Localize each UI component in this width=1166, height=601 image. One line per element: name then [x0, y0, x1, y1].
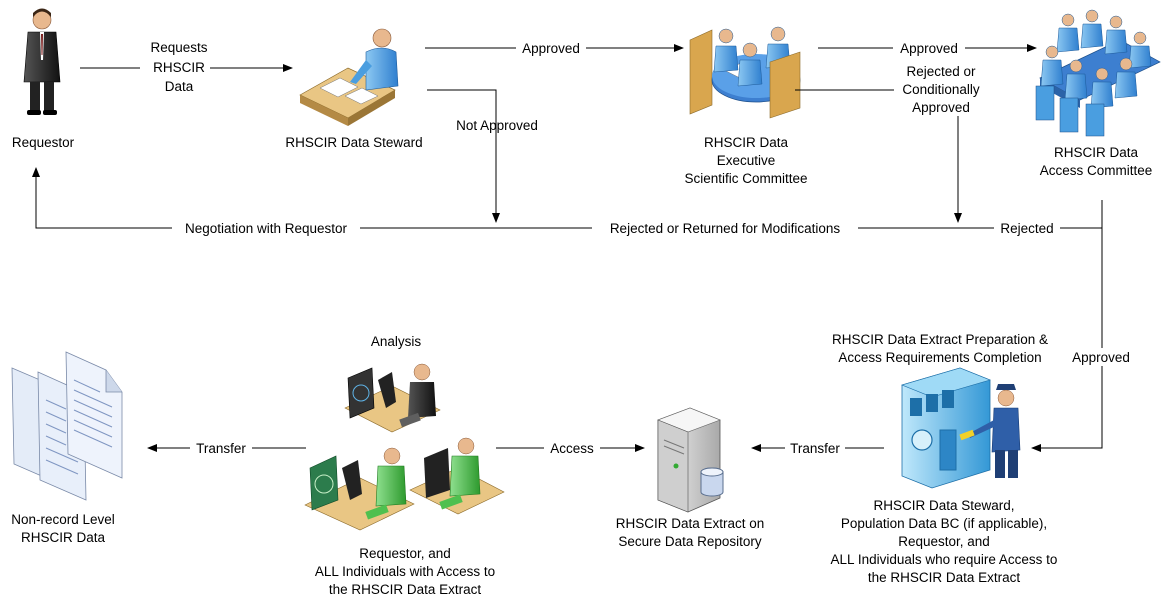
edge-label-negotiation: Negotiation with Requestor — [172, 220, 360, 236]
edge-label-transfer-output-text: Transfer — [196, 441, 246, 456]
edge-label-approved-access: Approved — [893, 40, 965, 56]
edge-label-conditional-line2: Conditionally — [902, 82, 980, 97]
node-label-participants-line1: RHSCIR Data Steward, — [873, 498, 1014, 513]
server-icon — [657, 407, 724, 513]
executive-committee-icon — [689, 26, 801, 119]
node-label-output-line2: RHSCIR Data — [21, 530, 106, 545]
edge-label-transfer-output: Transfer — [190, 440, 252, 456]
node-label-exec-line3: Scientific Committee — [684, 171, 807, 186]
node-label-access-line1: RHSCIR Data — [1054, 145, 1139, 160]
node-label-extract-preparation: RHSCIR Data Extract Preparation & Access… — [832, 332, 1048, 365]
edge-return-line — [32, 167, 1103, 229]
node-label-data-steward-text: RHSCIR Data Steward — [285, 135, 422, 150]
edge-label-requests: Requests RHSCIR Data — [140, 40, 210, 94]
edge-label-approved-prep-text: Approved — [1072, 350, 1130, 365]
node-label-access-committee: RHSCIR Data Access Committee — [1040, 145, 1153, 178]
node-label-data-steward: RHSCIR Data Steward — [285, 135, 422, 150]
node-label-analysis-participants-line2: ALL Individuals with Access to — [315, 564, 495, 579]
node-label-prep-line1: RHSCIR Data Extract Preparation & — [832, 332, 1048, 347]
edge-label-transfer-repo-text: Transfer — [790, 441, 840, 456]
node-label-participants-line3: Requestor, and — [898, 534, 990, 549]
edge-label-requests-line1: Requests — [150, 40, 207, 55]
edge-label-access-text: Access — [550, 441, 594, 456]
edge-label-rejected-returned-text: Rejected or Returned for Modifications — [610, 221, 841, 236]
node-label-secure-repository: RHSCIR Data Extract on Secure Data Repos… — [616, 516, 765, 549]
node-label-analysis-participants-line3: the RHSCIR Data Extract — [329, 582, 482, 597]
edge-label-approved-exec-text: Approved — [522, 41, 580, 56]
documents-icon — [11, 351, 123, 501]
node-label-access-line2: Access Committee — [1040, 163, 1153, 178]
edge-not-approved-line — [427, 89, 500, 223]
analysis-icon — [304, 363, 505, 531]
edge-label-rejected-conditional: Rejected or Conditionally Approved — [894, 62, 988, 116]
edge-label-approved-access-text: Approved — [900, 41, 958, 56]
node-label-analysis-participants: Requestor, and ALL Individuals with Acce… — [315, 546, 495, 597]
node-label-analysis: Analysis — [371, 334, 422, 349]
edge-label-conditional-line1: Rejected or — [906, 64, 976, 79]
edge-approved-prep-line — [1031, 228, 1103, 452]
edge-label-rejected: Rejected — [994, 220, 1060, 236]
node-label-participants-line2: Population Data BC (if applicable), — [841, 516, 1047, 531]
edge-label-negotiation-text: Negotiation with Requestor — [185, 221, 348, 236]
vault-guard-icon — [901, 367, 1021, 489]
node-label-exec-line2: Executive — [717, 153, 776, 168]
node-label-analysis-text: Analysis — [371, 334, 422, 349]
edge-label-rejected-returned: Rejected or Returned for Modifications — [592, 220, 858, 236]
node-label-prep-line2: Access Requirements Completion — [838, 350, 1041, 365]
node-label-requestor: Requestor — [12, 135, 75, 150]
node-label-requestor-text: Requestor — [12, 135, 75, 150]
edge-label-approved-exec: Approved — [516, 40, 586, 56]
edge-label-approved-prep: Approved — [1066, 348, 1136, 366]
edge-label-access: Access — [544, 440, 600, 456]
node-label-preparation-participants: RHSCIR Data Steward, Population Data BC … — [831, 498, 1058, 585]
access-committee-icon — [1035, 9, 1161, 137]
requestor-icon — [23, 8, 61, 115]
node-label-repo-line2: Secure Data Repository — [618, 534, 762, 549]
node-label-output-line1: Non-record Level — [11, 512, 115, 527]
edge-label-not-approved-text: Not Approved — [456, 118, 538, 133]
data-steward-icon — [299, 28, 399, 126]
node-label-executive-committee: RHSCIR Data Executive Scientific Committ… — [684, 135, 807, 186]
node-label-participants-line5: the RHSCIR Data Extract — [868, 570, 1021, 585]
node-label-output-data: Non-record Level RHSCIR Data — [11, 512, 115, 545]
edge-label-requests-line3: Data — [165, 79, 194, 94]
node-label-participants-line4: ALL Individuals who require Access to — [831, 552, 1058, 567]
edge-label-transfer-repo: Transfer — [785, 440, 845, 456]
edge-label-not-approved: Not Approved — [456, 118, 538, 133]
edge-label-conditional-line3: Approved — [912, 100, 970, 115]
edge-label-requests-line2: RHSCIR — [153, 60, 205, 75]
node-label-repo-line1: RHSCIR Data Extract on — [616, 516, 765, 531]
edge-label-rejected-text: Rejected — [1000, 221, 1053, 236]
node-label-exec-line1: RHSCIR Data — [704, 135, 789, 150]
node-label-analysis-participants-line1: Requestor, and — [359, 546, 451, 561]
